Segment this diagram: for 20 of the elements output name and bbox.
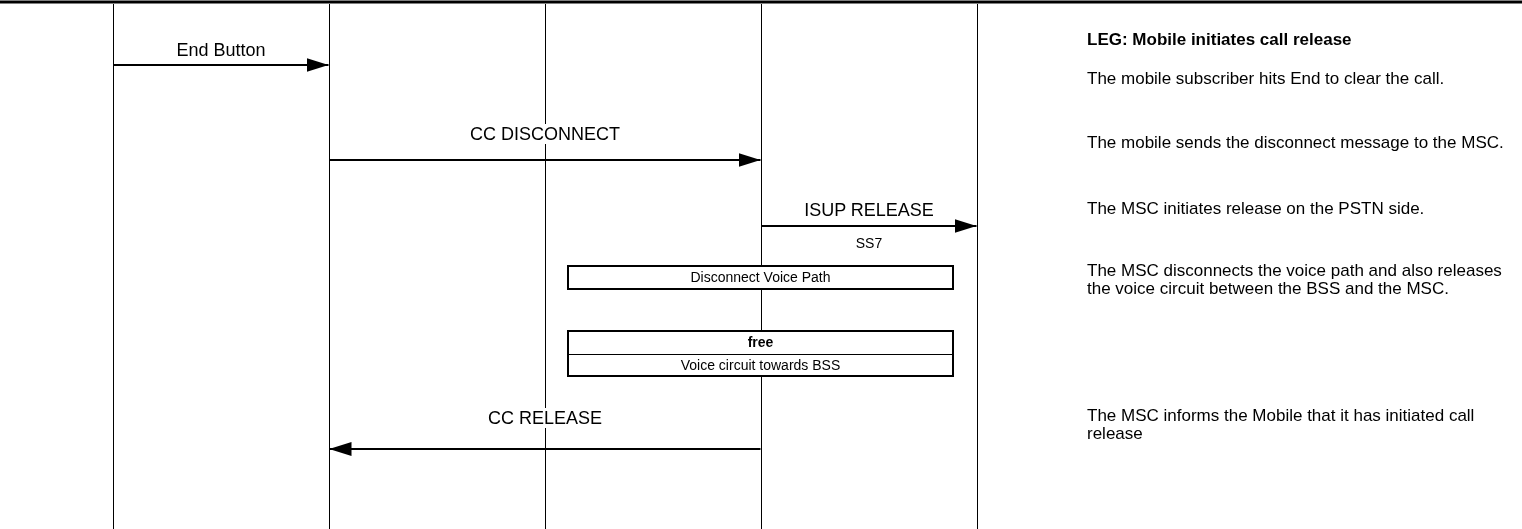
lifeline [977, 4, 978, 529]
message-label: CC DISCONNECT [468, 124, 622, 144]
step-note: The MSC initiates release on the PSTN side. [1087, 200, 1426, 218]
action-box [567, 330, 954, 377]
message-arrow [328, 153, 762, 167]
action-box [567, 265, 954, 290]
lifeline [113, 4, 114, 529]
lifeline [329, 4, 330, 529]
message-arrow [760, 219, 978, 233]
note-heading: LEG: Mobile initiates call release [1087, 31, 1353, 49]
step-note: The mobile sends the disconnect message to the MSC. [1087, 134, 1505, 152]
state-label: free [746, 333, 775, 352]
message-arrow [328, 442, 762, 456]
message-arrow [112, 58, 330, 72]
step-note: The MSC disconnects the voice path and also releases the voice circuit between the BSS and the MSC. [1087, 262, 1503, 298]
action-text: Disconnect Voice Path [689, 268, 832, 287]
action-text: Voice circuit towards BSS [569, 353, 952, 376]
step-note: The mobile subscriber hits End to clear the call. [1087, 70, 1446, 88]
message-label: CC RELEASE [486, 408, 604, 428]
step-note: The MSC informs the Mobile that it has initiated call release [1087, 407, 1476, 443]
